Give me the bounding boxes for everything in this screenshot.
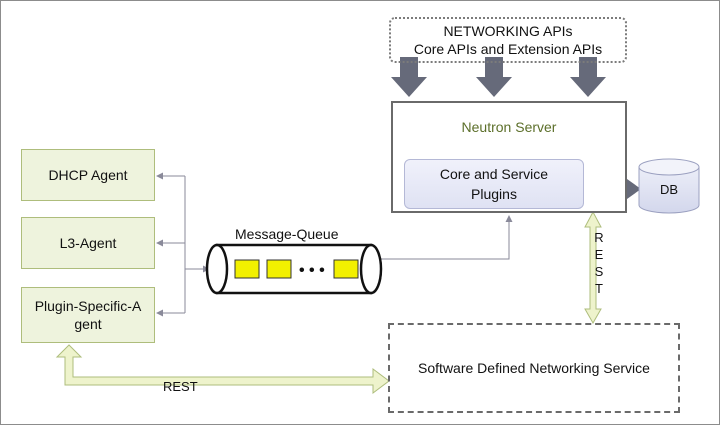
api-arrows: [391, 57, 606, 97]
networking-apis-box: NETWORKING APIs Core APIs and Extension …: [389, 17, 627, 63]
rest-vertical-label: R E S T: [592, 229, 606, 297]
rest-horizontal-label: REST: [163, 379, 198, 394]
rest-letter-e: E: [594, 247, 604, 262]
queue-message-1: [234, 259, 260, 279]
server-to-queue-connector: [379, 215, 513, 260]
l3-agent-box: L3-Agent: [21, 217, 155, 269]
message-queue-pipe: [205, 243, 383, 295]
api-arrow-middle: [476, 57, 512, 97]
apis-subtitle: Core APIs and Extension APIs: [413, 41, 603, 57]
plugin-agent-label-line1: Plugin-Specific-A: [34, 298, 142, 314]
rest-letter-t: T: [595, 281, 603, 296]
plugin-agent-label-line2: gent: [74, 316, 102, 332]
rest-letter-s: S: [594, 264, 604, 279]
queue-dots: • • •: [299, 262, 325, 279]
sdn-service-label: Software Defined Networking Service: [418, 360, 650, 376]
db-cylinder: [638, 158, 700, 214]
apis-title: NETWORKING APIs: [443, 23, 573, 39]
db-label: DB: [660, 182, 679, 197]
api-arrow-left: [391, 57, 427, 97]
rest-horizontal-arrow: [55, 344, 390, 394]
dhcp-agent-box: DHCP Agent: [21, 149, 155, 201]
api-arrow-right: [570, 57, 606, 97]
queue-message-2: [266, 259, 292, 279]
plugin-specific-agent-box: Plugin-Specific-A gent: [21, 287, 155, 343]
neutron-server-title: Neutron Server: [461, 119, 557, 135]
sdn-service-box: Software Defined Networking Service: [388, 323, 680, 413]
dhcp-agent-label: DHCP Agent: [48, 167, 128, 183]
queue-message-3: [333, 259, 359, 279]
message-queue-label: Message-Queue: [235, 226, 339, 242]
l3-agent-label: L3-Agent: [59, 235, 117, 251]
plugins-label-line1: Core and Service: [439, 166, 549, 182]
core-service-plugins-box: Core and Service Plugins: [404, 159, 584, 209]
plugins-label-line2: Plugins: [471, 186, 517, 202]
rest-letter-r: R: [594, 230, 604, 245]
queue-to-agents-connector: [156, 172, 210, 317]
